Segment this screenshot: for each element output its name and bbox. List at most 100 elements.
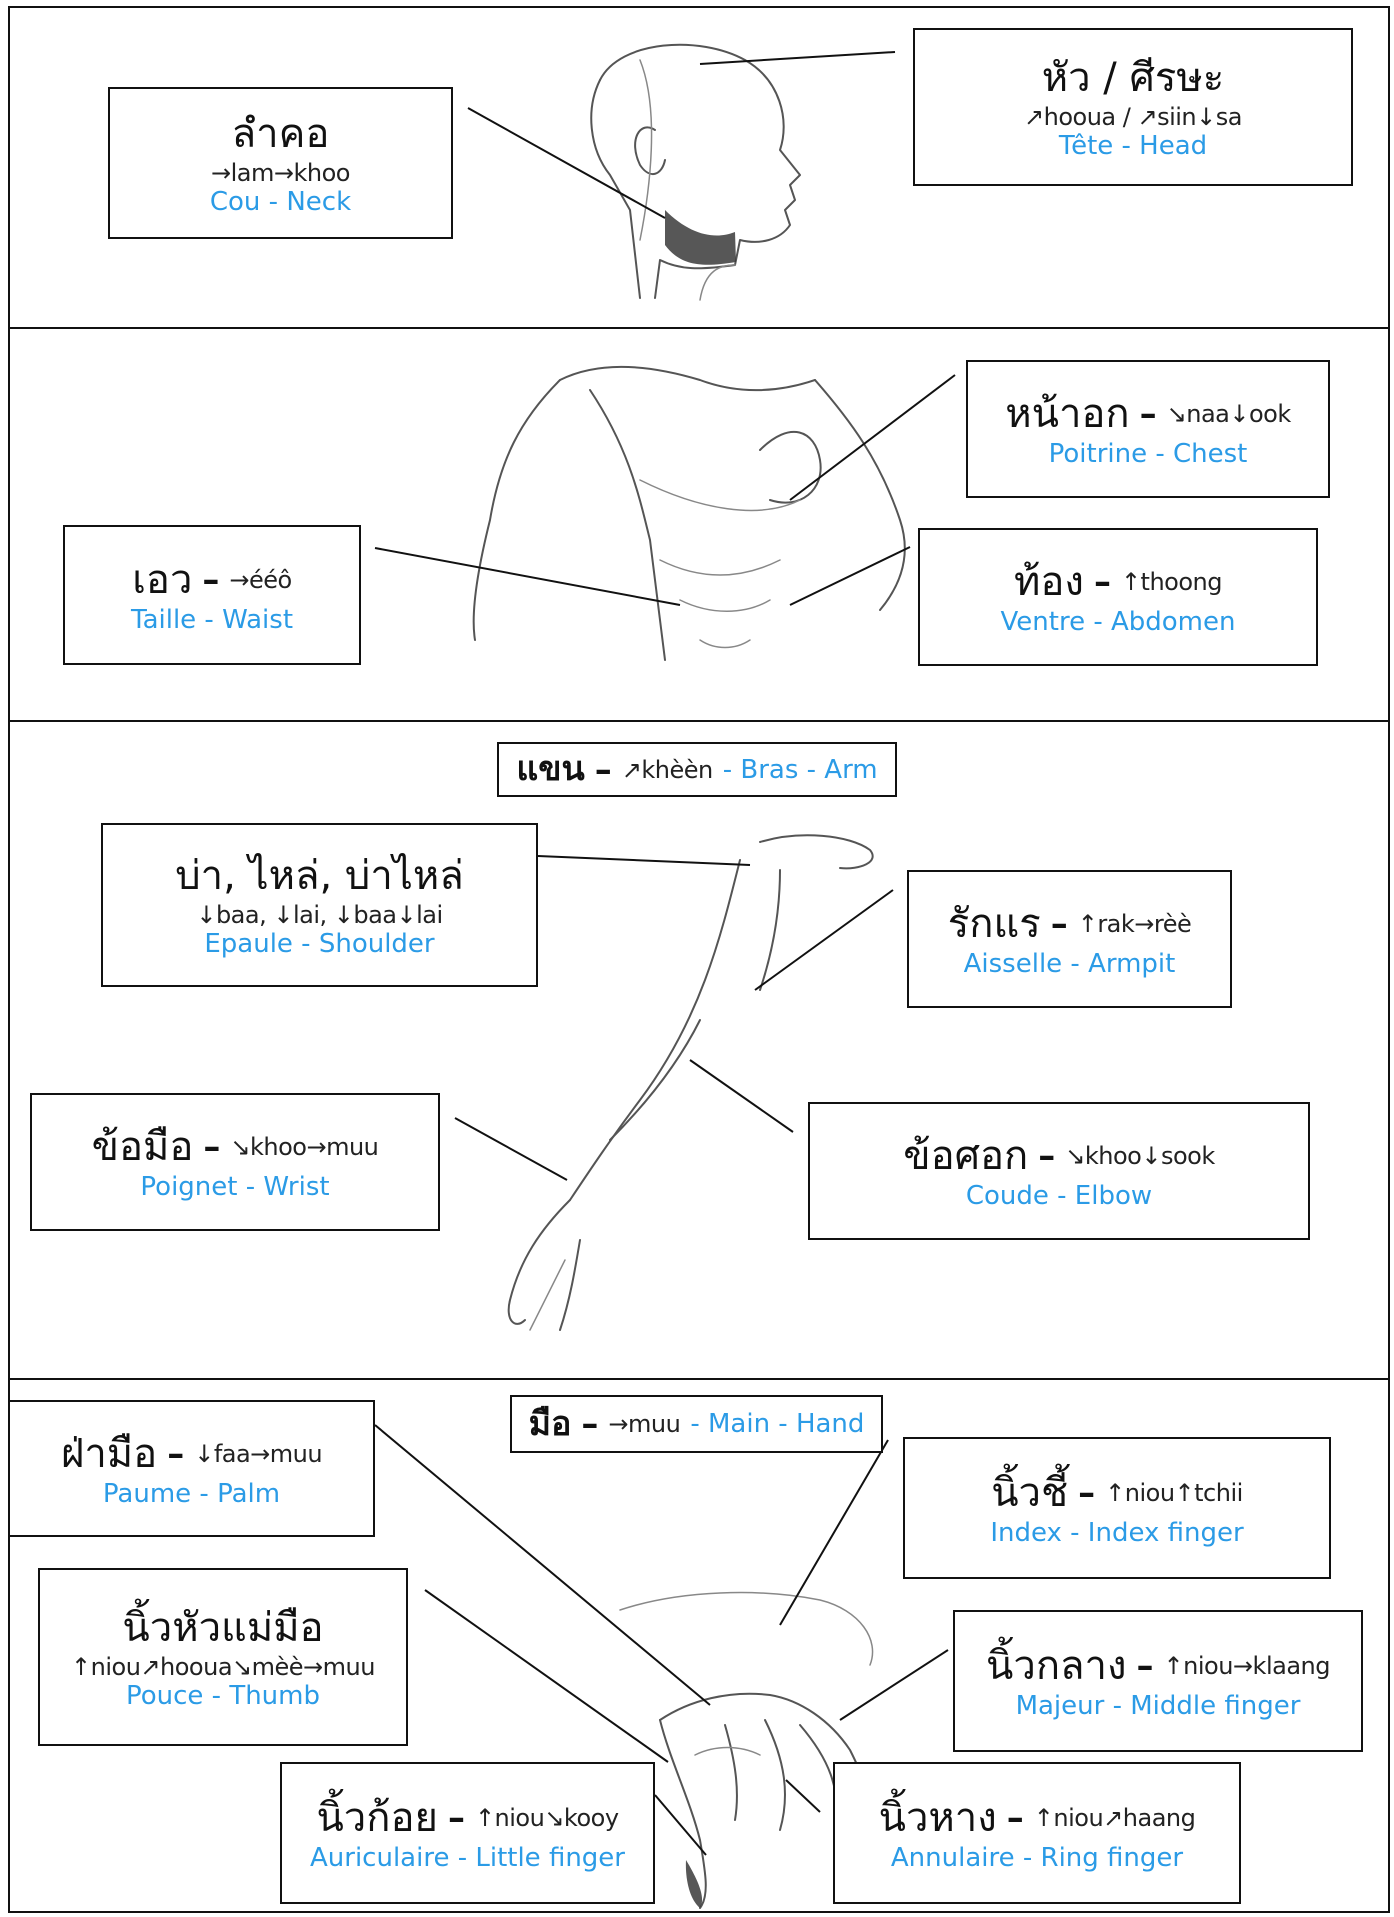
label-index-finger: นิ้วชี้ – ↑niou↑tchii Index - Index fing… — [903, 1437, 1331, 1579]
separator: – — [1038, 1136, 1056, 1176]
gloss-chest: Poitrine - Chest — [1048, 439, 1248, 469]
thai-chest: หน้าอก — [1005, 391, 1130, 437]
leader-line-shoulder — [537, 855, 751, 866]
thai-shoulder: บ่า, ไหล่, บ่าไหล่ — [175, 853, 464, 899]
label-middle-finger: นิ้วกลาง – ↑niou→klaang Majeur - Middle … — [953, 1610, 1363, 1752]
gloss-index-finger: Index - Index finger — [990, 1518, 1244, 1548]
separator: – — [1050, 904, 1068, 944]
translit-hand: →muu — [608, 1410, 681, 1438]
thai-index-finger: นิ้วชี้ — [991, 1470, 1069, 1516]
thai-hand: มือ — [528, 1403, 572, 1444]
gloss-hand: - Main - Hand — [690, 1409, 865, 1439]
gloss-arm: - Bras - Arm — [722, 754, 878, 785]
thai-little-finger: นิ้วก้อย — [316, 1795, 438, 1841]
thai-middle-finger: นิ้วกลาง — [986, 1643, 1127, 1689]
translit-abdomen: ↑thoong — [1120, 568, 1223, 596]
label-head: หัว / ศีรษะ ↗hooua / ↗siin↓sa Tête - Hea… — [913, 28, 1353, 186]
translit-armpit: ↑rak→rèè — [1077, 910, 1192, 938]
translit-shoulder: ↓baa, ↓lai, ↓baa↓lai — [196, 901, 443, 929]
leader-line-little — [654, 1794, 707, 1856]
label-chest: หน้าอก – ↘naa↓ook Poitrine - Chest — [966, 360, 1330, 498]
translit-chest: ↘naa↓ook — [1166, 400, 1292, 428]
gloss-wrist: Poignet - Wrist — [140, 1172, 330, 1202]
label-elbow: ข้อศอก – ↘khoo↓sook Coude - Elbow — [808, 1102, 1310, 1240]
translit-ring-finger: ↑niou↗haang — [1033, 1804, 1196, 1832]
thai-arm: แขน — [516, 749, 585, 790]
thai-elbow: ข้อศอก — [903, 1133, 1029, 1179]
separator: – — [167, 1433, 185, 1474]
gloss-waist: Taille - Waist — [130, 605, 294, 635]
gloss-little-finger: Auriculaire - Little finger — [310, 1843, 625, 1873]
thai-waist: เอว — [132, 557, 193, 603]
gloss-neck: Cou - Neck — [209, 187, 352, 217]
separator: – — [1139, 394, 1157, 434]
gloss-ring-finger: Annulaire - Ring finger — [890, 1843, 1184, 1873]
arm-sketch-illustration — [507, 834, 874, 1331]
translit-neck: →lam→khoo — [211, 159, 350, 187]
separator: – — [1006, 1798, 1024, 1838]
leader-line-palm — [374, 1424, 711, 1706]
translit-head: ↗hooua / ↗siin↓sa — [1024, 103, 1242, 131]
translit-waist: →ééô — [229, 566, 292, 594]
label-waist: เอว – →ééô Taille - Waist — [63, 525, 361, 665]
label-little-finger: นิ้วก้อย – ↑niou↘kooy Auriculaire - Litt… — [280, 1762, 655, 1904]
gloss-middle-finger: Majeur - Middle finger — [1015, 1691, 1301, 1721]
translit-arm: ↗khèèn — [621, 755, 713, 784]
translit-thumb: ↑niou↗hooua↘mèè→muu — [71, 1653, 375, 1681]
translit-palm: ↓faa→muu — [194, 1439, 323, 1468]
arm-section-header: แขน – ↗khèèn - Bras - Arm — [497, 742, 897, 797]
torso-sketch-illustration — [472, 365, 906, 661]
gloss-armpit: Aisselle - Armpit — [963, 949, 1176, 979]
gloss-palm: Paume - Palm — [102, 1478, 281, 1509]
translit-elbow: ↘khoo↓sook — [1065, 1142, 1215, 1170]
translit-index-finger: ↑niou↑tchii — [1105, 1479, 1243, 1507]
gloss-elbow: Coude - Elbow — [965, 1181, 1153, 1211]
gloss-shoulder: Epaule - Shoulder — [204, 929, 435, 959]
separator: – — [594, 749, 612, 790]
label-palm: ฝ่ามือ – ↓faa→muu Paume - Palm — [8, 1400, 375, 1537]
separator: – — [1093, 562, 1111, 602]
translit-wrist: ↘khoo→muu — [230, 1133, 379, 1161]
gloss-abdomen: Ventre - Abdomen — [1000, 607, 1236, 637]
leader-line-waist — [374, 547, 681, 606]
thai-palm: ฝ่ามือ — [60, 1430, 158, 1477]
thai-ring-finger: นิ้วหาง — [878, 1795, 997, 1841]
label-thumb: นิ้วหัวแม่มือ ↑niou↗hooua↘mèè→muu Pouce … — [38, 1568, 408, 1746]
label-shoulder: บ่า, ไหล่, บ่าไหล่ ↓baa, ↓lai, ↓baa↓lai … — [101, 823, 538, 987]
leader-line-middle — [839, 1649, 949, 1721]
gloss-thumb: Pouce - Thumb — [125, 1681, 320, 1711]
separator: – — [202, 560, 220, 600]
leader-line-armpit — [754, 889, 894, 991]
hand-section-header: มือ – →muu - Main - Hand — [510, 1395, 883, 1453]
label-abdomen: ท้อง – ↑thoong Ventre - Abdomen — [918, 528, 1318, 666]
label-ring-finger: นิ้วหาง – ↑niou↗haang Annulaire - Ring f… — [833, 1762, 1241, 1904]
leader-line-elbow — [689, 1059, 794, 1133]
translit-little-finger: ↑niou↘kooy — [474, 1804, 619, 1832]
thai-head: หัว / ศีรษะ — [1041, 55, 1225, 101]
thai-abdomen: ท้อง — [1014, 559, 1084, 605]
label-armpit: รักแร – ↑rak→rèè Aisselle - Armpit — [907, 870, 1232, 1008]
leader-line-abdomen — [789, 546, 911, 606]
section-hand — [8, 1378, 1390, 1913]
separator: – — [1136, 1646, 1154, 1686]
leader-line-neck — [467, 107, 666, 219]
translit-middle-finger: ↑niou→klaang — [1163, 1652, 1331, 1680]
leader-line-head — [699, 51, 896, 65]
thai-thumb: นิ้วหัวแม่มือ — [122, 1605, 324, 1651]
separator: – — [203, 1127, 221, 1167]
label-wrist: ข้อมือ – ↘khoo→muu Poignet - Wrist — [30, 1093, 440, 1231]
thai-armpit: รักแร — [947, 901, 1041, 947]
gloss-head: Tête - Head — [1058, 131, 1208, 161]
leader-line-wrist — [454, 1117, 568, 1181]
separator: – — [447, 1798, 465, 1838]
thai-neck: ลำคอ — [231, 111, 330, 157]
separator: – — [1078, 1473, 1096, 1513]
leader-line-chest — [789, 374, 956, 501]
head-sketch-illustration — [590, 43, 801, 301]
leader-line-index — [779, 1439, 889, 1626]
leader-line-ring — [785, 1779, 821, 1813]
leader-line-thumb — [424, 1589, 669, 1763]
separator: – — [581, 1404, 599, 1444]
